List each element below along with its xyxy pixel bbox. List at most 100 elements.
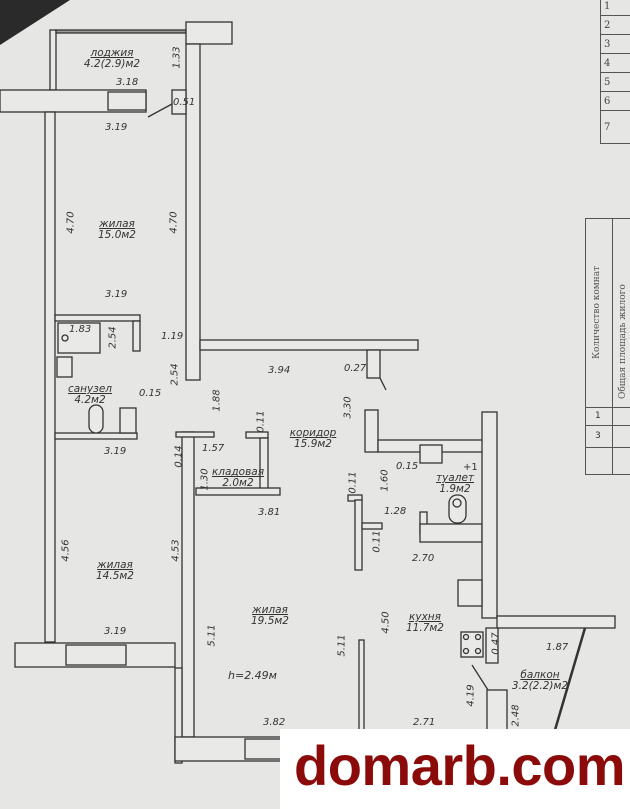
- summary-table: Количество комнат Общая площадь жилого 1…: [585, 218, 630, 475]
- photo-shadow-corner: [0, 0, 70, 45]
- dimension: 2.48: [510, 704, 522, 727]
- wall-bath-top: [54, 314, 141, 322]
- dimension: 1.33: [171, 46, 183, 69]
- dimension: 2.54: [169, 363, 181, 386]
- dimension: 3.19: [104, 626, 127, 637]
- loggia-rail: [55, 29, 187, 34]
- bathtub: [57, 322, 101, 354]
- ceiling-height: h=2.49м: [228, 669, 277, 682]
- dimension: 0.15: [396, 461, 419, 472]
- dimension: 1.87: [546, 642, 569, 653]
- watermark: domarb.com: [280, 729, 630, 809]
- wall-bath-bottom: [54, 432, 138, 440]
- dimension: 3.81: [258, 507, 281, 518]
- wall-storage-top: [245, 431, 269, 439]
- dimension: 1.30: [199, 468, 211, 491]
- door-swing: [147, 103, 173, 118]
- dimension: 1.28: [384, 506, 407, 517]
- loggia-left-wall: [49, 29, 57, 91]
- dimension: 2.70: [412, 553, 435, 564]
- wall-door-jamb: [366, 349, 381, 379]
- door-loggia: [107, 91, 147, 111]
- balcony-door: [471, 664, 489, 691]
- legend-table-top: 1 2 3 4 5 6 7: [600, 0, 630, 144]
- wall-balcony-top: [496, 615, 616, 629]
- dimension: 3.30: [342, 396, 354, 419]
- wall-corridor-right: [364, 409, 379, 453]
- dimension: 1.83: [69, 324, 92, 335]
- table-header-area: Общая площадь жилого: [618, 284, 628, 399]
- dimension: 0.15: [139, 388, 162, 399]
- dimension: 0.11: [255, 410, 267, 433]
- dimension: 5.11: [336, 634, 348, 657]
- dimension: 1.57: [202, 443, 225, 454]
- window-bottom-left: [65, 644, 127, 666]
- watermark-text: domarb.com: [294, 734, 626, 797]
- dimension: 1.19: [161, 331, 184, 342]
- wall-right-upper: [185, 43, 201, 381]
- dimension: 5.11: [206, 624, 218, 647]
- wall-kitchen-right: [481, 411, 498, 619]
- partition: [354, 499, 363, 571]
- dimension: 3.19: [105, 122, 128, 133]
- window-bottom: [244, 738, 286, 760]
- dimension: +1: [463, 462, 478, 473]
- toilet-seat: [452, 498, 462, 508]
- dimension: 0.11: [347, 471, 359, 494]
- sink: [56, 356, 73, 378]
- wall-stub: [171, 89, 187, 115]
- dimension: 0.47: [490, 632, 502, 655]
- wall-toilet-bottom: [419, 523, 483, 543]
- dimension: 0.11: [371, 530, 383, 553]
- balcony-rail: [553, 627, 587, 731]
- vent-shaft: [419, 444, 443, 464]
- wall-block-top: [185, 21, 233, 45]
- wall-middle: [181, 431, 195, 738]
- wall-kitchen-stub: [485, 627, 499, 664]
- wall-middle-cap: [175, 431, 215, 438]
- wall-bath-right: [119, 407, 137, 434]
- dimension: 3.19: [105, 289, 128, 300]
- dimension: 2.71: [413, 717, 436, 728]
- dimension: 3.18: [116, 77, 139, 88]
- wall-corridor-top: [199, 339, 419, 351]
- dimension: 0.27: [344, 363, 367, 374]
- dimension: 1.88: [211, 389, 223, 412]
- table-cell: 3: [595, 431, 601, 441]
- dimension: 0.51: [173, 97, 196, 108]
- kitchen-shaft: [457, 579, 483, 607]
- dimension: 4.50: [380, 611, 392, 634]
- dimension: 0.14: [173, 445, 185, 468]
- entry-door: [379, 377, 387, 391]
- wall-left-outer: [44, 111, 56, 643]
- wall-bottom-stub: [174, 667, 183, 764]
- dimension: 4.19: [465, 684, 477, 707]
- wall-storage-bottom: [195, 487, 281, 496]
- dimension: 4.53: [170, 539, 182, 562]
- table-cell: 1: [595, 411, 601, 421]
- drain: [61, 334, 69, 342]
- dimension: 2.54: [107, 326, 119, 349]
- table-header-rooms: Количество комнат: [592, 265, 602, 359]
- partition-stub: [361, 522, 383, 530]
- dimension: 3.94: [268, 365, 291, 376]
- partition-living-kitchen: [358, 639, 365, 741]
- dimension: 4.70: [65, 211, 77, 234]
- wall-bath-stub: [132, 320, 141, 352]
- dimension: 3.82: [263, 717, 286, 728]
- dimension: 1.60: [379, 469, 391, 492]
- dimension: 3.19: [104, 446, 127, 457]
- dimension: 4.70: [168, 211, 180, 234]
- dimension: 4.56: [60, 539, 72, 562]
